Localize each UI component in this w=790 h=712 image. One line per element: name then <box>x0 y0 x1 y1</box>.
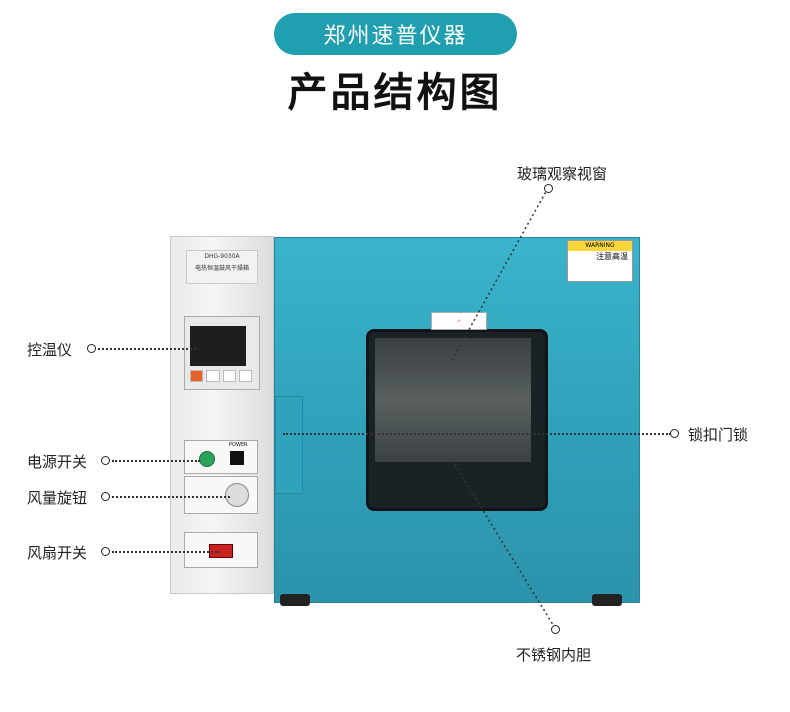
callout-dot <box>101 492 110 501</box>
brand-pill: 郑州速普仪器 <box>274 13 517 55</box>
callout-dot <box>544 184 553 193</box>
callout-observation-window: 玻璃观察视窗 <box>517 165 608 183</box>
power-switch-box: POWER <box>184 440 258 474</box>
callout-dot <box>87 344 96 353</box>
power-switch <box>230 451 244 465</box>
callout-line <box>112 496 230 498</box>
warning-text: 注意高温 <box>596 252 628 261</box>
power-label: POWER <box>229 442 248 448</box>
controller-key <box>190 370 204 382</box>
callout-airflow-knob: 风量旋钮 <box>27 489 88 507</box>
callout-power-switch: 电源开关 <box>27 453 88 471</box>
callout-dot <box>670 429 679 438</box>
warning-title: WARNING <box>568 241 632 251</box>
model-number: DHG-9030A <box>204 253 240 260</box>
model-plate: DHG-9030A 电热恒温鼓风干燥箱 <box>186 250 258 284</box>
callout-dot <box>551 625 560 634</box>
brand-name: 郑州速普仪器 <box>323 24 468 49</box>
controller-key <box>238 370 252 382</box>
callout-dot <box>101 547 110 556</box>
controller-key <box>222 370 236 382</box>
product-name: 电热恒温鼓风干燥箱 <box>194 265 249 272</box>
callout-temperature-controller: 控温仪 <box>27 341 73 359</box>
foot-right <box>592 594 622 606</box>
callout-dot <box>101 456 110 465</box>
callout-line <box>98 348 196 350</box>
warning-label: WARNING 注意高温 <box>567 240 633 282</box>
callout-fan-switch: 风扇开关 <box>27 544 88 562</box>
foot-left <box>280 594 310 606</box>
callout-door-lock: 锁扣门锁 <box>688 426 749 444</box>
callout-inner-liner: 不锈钢内胆 <box>516 646 592 664</box>
caution-sticker: ⚠ <box>431 312 487 330</box>
page-title: 产品结构图 <box>287 70 503 116</box>
airflow-knob-box <box>184 476 258 514</box>
controller-key <box>206 370 220 382</box>
fan-switch-box <box>184 532 258 568</box>
door-handle <box>275 396 303 494</box>
callout-line <box>112 460 200 462</box>
callout-line <box>112 551 220 553</box>
controller-screen <box>190 326 246 366</box>
power-indicator <box>199 451 215 467</box>
callout-line <box>283 433 671 435</box>
controller-keys <box>190 370 252 382</box>
airflow-knob <box>225 483 249 507</box>
